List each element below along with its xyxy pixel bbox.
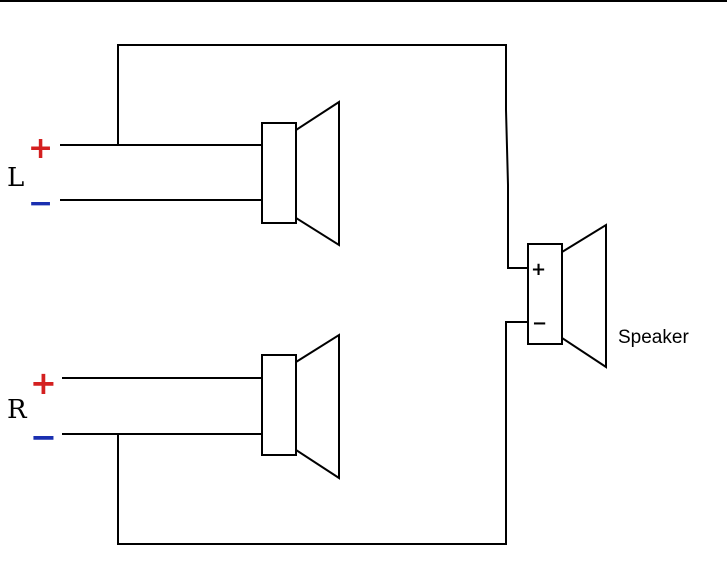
- left-minus-sign: −: [28, 186, 53, 221]
- left-speaker-cone: [295, 100, 340, 247]
- right-channel-label: R: [7, 395, 28, 425]
- wire-bottom-loop: [117, 321, 528, 545]
- right-minus-sign: −: [30, 418, 57, 456]
- speaker-minus-sign: −: [532, 313, 547, 334]
- right-plus-sign: +: [30, 364, 57, 402]
- output-speaker-cone: [561, 223, 607, 369]
- output-speaker-symbol: [527, 223, 607, 369]
- speaker-label: Speaker: [618, 327, 689, 348]
- right-speaker-cone: [295, 333, 340, 480]
- output-speaker-magnet: [527, 243, 563, 345]
- left-speaker-symbol: [261, 100, 340, 247]
- speaker-plus-sign: +: [531, 259, 546, 280]
- left-plus-sign: +: [28, 131, 53, 166]
- right-speaker-magnet: [261, 354, 297, 456]
- right-speaker-symbol: [261, 333, 340, 480]
- wire-top-loop: [117, 44, 528, 269]
- left-speaker-magnet: [261, 122, 297, 224]
- left-channel-label: L: [7, 163, 24, 193]
